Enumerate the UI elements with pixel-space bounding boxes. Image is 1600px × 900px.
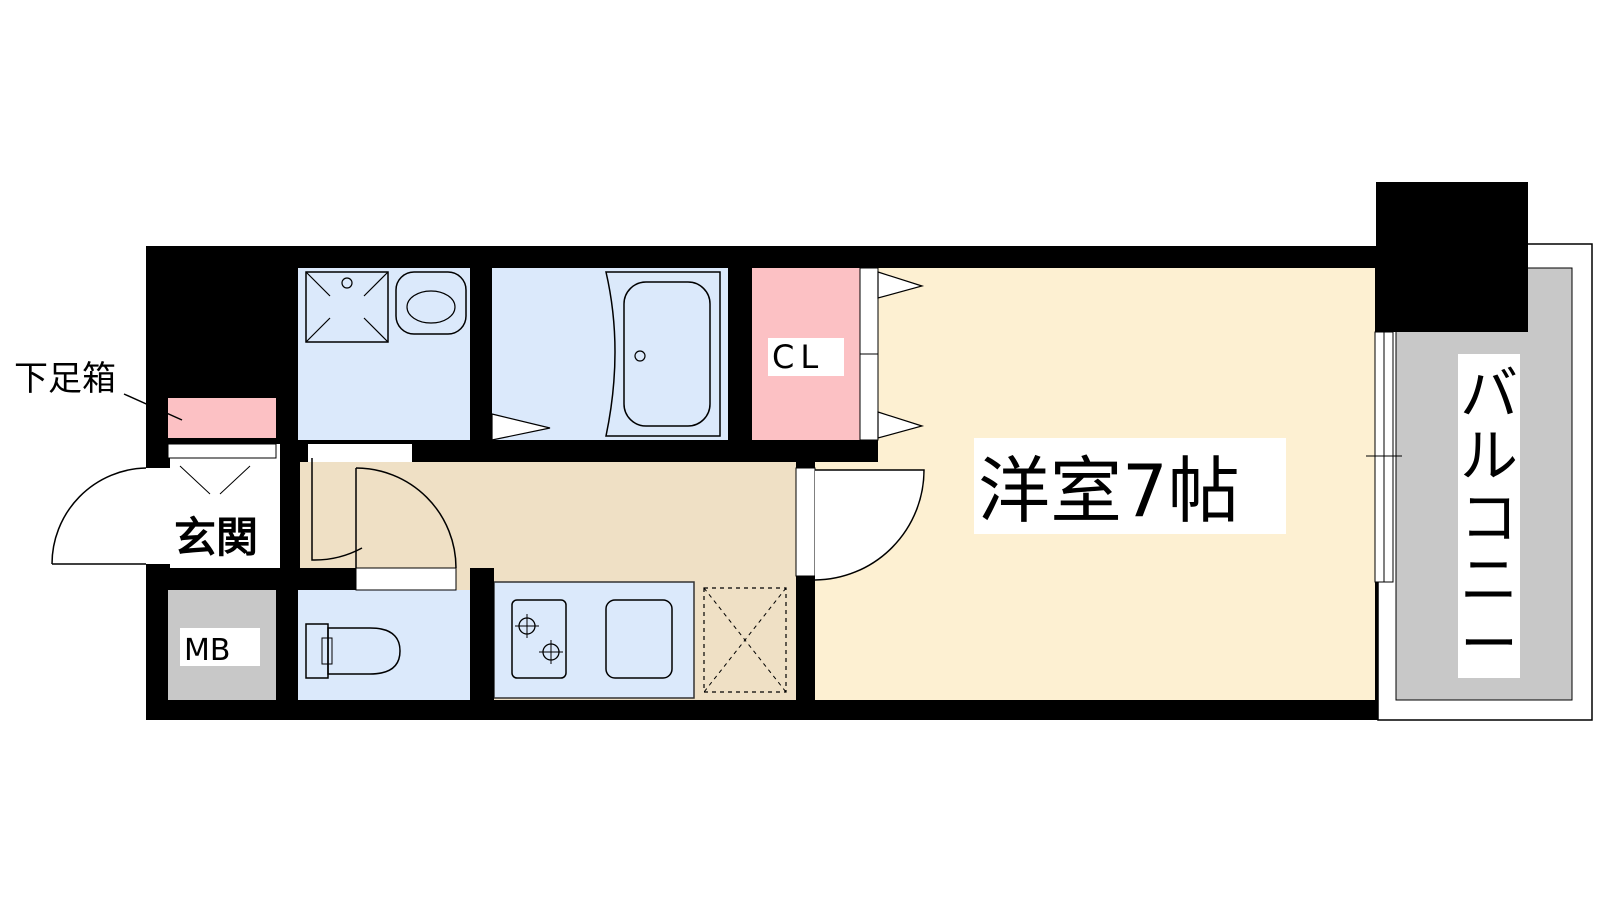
meter-box-label: MB bbox=[184, 633, 230, 668]
room-door[interactable] bbox=[795, 467, 925, 581]
stove-icon bbox=[511, 599, 567, 679]
shoe-box-label: 下足箱 bbox=[14, 359, 116, 399]
shoe-box bbox=[168, 398, 276, 438]
toilet-door[interactable] bbox=[355, 467, 457, 591]
structural-column bbox=[1376, 182, 1528, 332]
western-room-label: 洋室7帖 bbox=[978, 449, 1240, 533]
entrance bbox=[170, 444, 280, 568]
balcony-char: バ bbox=[1460, 360, 1518, 428]
closet-doors[interactable] bbox=[859, 267, 925, 441]
toilet-room bbox=[298, 590, 470, 700]
bathroom-door[interactable] bbox=[491, 413, 551, 441]
washroom-door[interactable] bbox=[308, 444, 412, 561]
washbasin-icon bbox=[395, 271, 467, 335]
sink-icon bbox=[605, 599, 673, 679]
balcony-char: ー bbox=[1460, 610, 1518, 678]
refrigerator-space bbox=[703, 587, 787, 693]
toilet-icon bbox=[305, 623, 401, 679]
shoe-box-leader bbox=[123, 393, 183, 421]
entrance-door[interactable] bbox=[51, 467, 170, 565]
balcony-window[interactable] bbox=[1366, 331, 1402, 583]
entrance-label: 玄関 bbox=[174, 513, 258, 562]
balcony-label: バ ル コ ニ ー bbox=[1460, 360, 1518, 678]
washing-machine-icon bbox=[305, 271, 389, 343]
balcony-char: ニ bbox=[1460, 546, 1518, 614]
balcony-char: ル bbox=[1460, 422, 1518, 490]
shoe-box-doors bbox=[167, 443, 277, 495]
bathtub-icon bbox=[605, 271, 721, 437]
washroom bbox=[298, 268, 470, 440]
balcony-char: コ bbox=[1460, 484, 1518, 552]
closet-label: CL bbox=[772, 338, 824, 376]
